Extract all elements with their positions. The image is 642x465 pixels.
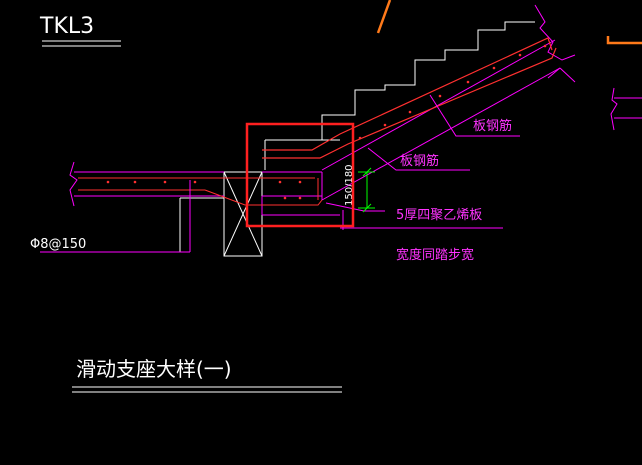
- drawing-title: TKL3: [39, 14, 94, 39]
- landing-rebar: [78, 177, 323, 206]
- orange-line-top: [376, 0, 392, 34]
- dimension-label: 150/180: [344, 164, 355, 206]
- support-beam: [179, 171, 263, 257]
- landing-rebar-dots: [106, 180, 302, 200]
- landing-slab: [69, 161, 340, 216]
- detail-title: 滑动支座大样(一): [76, 357, 232, 381]
- inclined-slab-rebar: [262, 37, 557, 159]
- pad-label: 5厚四聚乙烯板: [396, 208, 482, 223]
- width-note-label: 宽度同踏步宽: [396, 247, 474, 263]
- inclined-slab: [321, 4, 576, 201]
- orange-corner: [606, 36, 642, 45]
- plate-rebar-upper-label: 板钢筋: [473, 118, 512, 134]
- leader-lines: [40, 94, 520, 253]
- stair-step-outline: [264, 21, 535, 170]
- inclined-rebar-dots: [358, 44, 547, 140]
- dimension-marks: [358, 167, 375, 213]
- highlight-box: [245, 122, 355, 228]
- plate-rebar-lower-label: 板钢筋: [400, 153, 439, 169]
- right-break-mark: [610, 87, 642, 131]
- rebar-spec-label: Φ8@150: [30, 237, 86, 252]
